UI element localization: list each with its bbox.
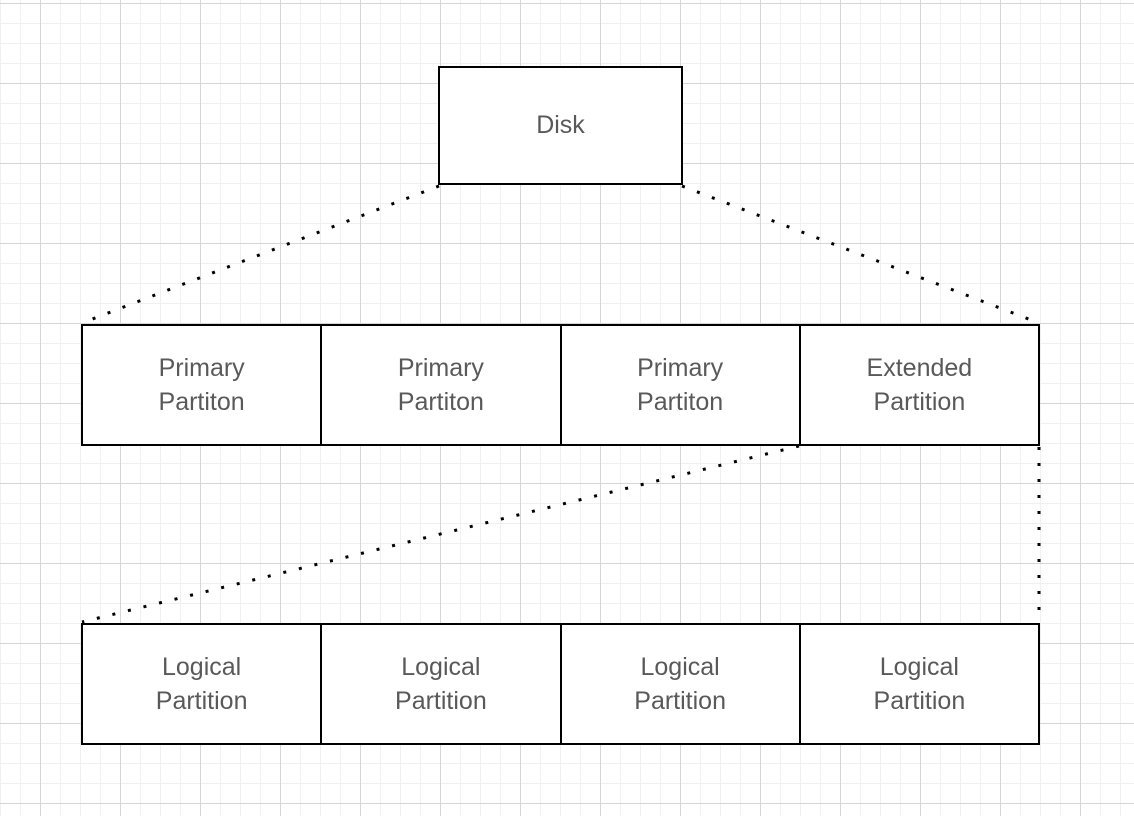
node-logical-partition-3-label: Logical Partition <box>634 652 726 716</box>
node-primary-partition-1[interactable]: Primary Partiton <box>83 326 321 444</box>
node-primary-partition-2[interactable]: Primary Partiton <box>320 326 560 444</box>
node-logical-partition-1-label: Logical Partition <box>155 652 248 716</box>
partition-row: Primary Partiton Primary Partiton Primar… <box>81 324 1040 446</box>
node-extended-partition[interactable]: Extended Partition <box>798 326 1038 444</box>
logical-row: Logical Partition Logical Partition Logi… <box>81 623 1040 745</box>
node-extended-partition-label: Extended Partition <box>866 353 973 417</box>
node-logical-partition-2[interactable]: Logical Partition <box>320 625 560 743</box>
node-logical-partition-2-label: Logical Partition <box>395 652 487 716</box>
node-primary-partition-3[interactable]: Primary Partiton <box>559 326 799 444</box>
node-primary-partition-2-label: Primary Partiton <box>397 353 484 417</box>
connector-extended-to-logical-row-left[interactable] <box>81 444 800 624</box>
node-primary-partition-3-label: Primary Partiton <box>637 353 724 417</box>
connector-disk-to-partition-row-right[interactable] <box>681 184 1040 325</box>
node-logical-partition-4-label: Logical Partition <box>873 652 966 716</box>
node-primary-partition-1-label: Primary Partiton <box>158 353 245 417</box>
node-logical-partition-4[interactable]: Logical Partition <box>798 625 1038 743</box>
connector-disk-to-partition-row-left[interactable] <box>81 184 440 325</box>
node-logical-partition-3[interactable]: Logical Partition <box>559 625 799 743</box>
node-disk[interactable]: Disk <box>438 66 683 185</box>
node-disk-label: Disk <box>536 111 585 140</box>
node-logical-partition-1[interactable]: Logical Partition <box>83 625 321 743</box>
